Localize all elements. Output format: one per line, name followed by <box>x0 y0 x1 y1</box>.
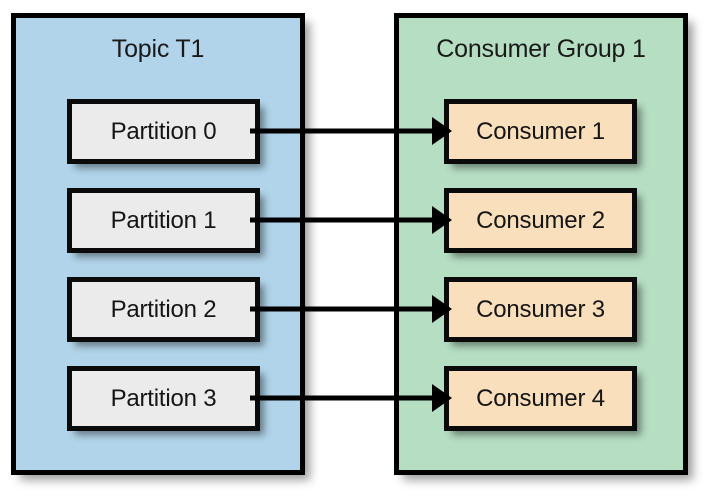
consumer-label-2: Consumer 3 <box>476 295 605 323</box>
consumer-box-0[interactable]: Consumer 1 <box>444 99 637 164</box>
topic-panel[interactable]: Topic T1 Partition 0 Partition 1 Partiti… <box>11 13 305 475</box>
consumer-label-3: Consumer 4 <box>476 384 605 412</box>
partition-box-1[interactable]: Partition 1 <box>67 188 260 253</box>
consumer-box-1[interactable]: Consumer 2 <box>444 188 637 253</box>
partition-box-0[interactable]: Partition 0 <box>67 99 260 164</box>
consumer-box-2[interactable]: Consumer 3 <box>444 277 637 342</box>
topic-panel-title: Topic T1 <box>111 35 205 63</box>
consumer-box-3[interactable]: Consumer 4 <box>444 366 637 431</box>
partition-box-2[interactable]: Partition 2 <box>67 277 260 342</box>
consumer-group-panel[interactable]: Consumer Group 1 Consumer 1 Consumer 2 C… <box>394 13 688 475</box>
partition-label-2: Partition 2 <box>110 295 217 323</box>
consumer-label-0: Consumer 1 <box>476 117 605 145</box>
partition-label-0: Partition 0 <box>110 117 217 145</box>
partition-label-1: Partition 1 <box>110 206 217 234</box>
consumer-label-1: Consumer 2 <box>476 206 605 234</box>
partition-box-3[interactable]: Partition 3 <box>67 366 260 431</box>
partition-label-3: Partition 3 <box>110 384 217 412</box>
consumer-group-panel-title: Consumer Group 1 <box>436 35 646 63</box>
